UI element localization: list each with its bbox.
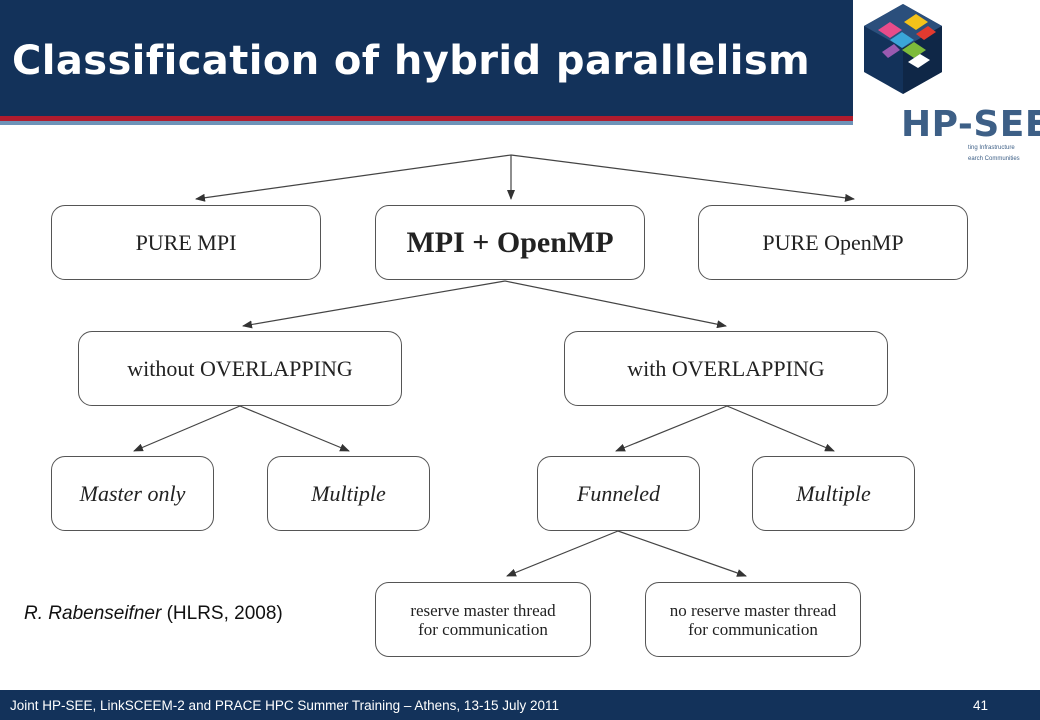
- logo-tagline-1: ting Infrastructure: [968, 145, 1015, 151]
- node-mpi-openmp: MPI + OpenMP: [375, 205, 645, 280]
- header-blue-stripe: [0, 121, 853, 125]
- node-multiple-without: Multiple: [267, 456, 430, 531]
- node-reserve-master-thread: reserve master thread for communication: [375, 582, 591, 657]
- logo-wordmark: HP-SEE: [901, 104, 1040, 145]
- node-without-overlapping: without OVERLAPPING: [78, 331, 402, 406]
- header-red-stripe: [0, 116, 853, 121]
- footer-bar: Joint HP-SEE, LinkSCEEM-2 and PRACE HPC …: [0, 690, 1040, 720]
- edge-without-multiple: [239, 405, 350, 452]
- node-pure-openmp: PURE OpenMP: [698, 205, 968, 280]
- edge-without-master-only: [133, 405, 241, 452]
- page-number: 41: [972, 698, 988, 713]
- edge-root-pure-openmp: [510, 154, 855, 202]
- edge-mpi-openmp-with: [504, 280, 727, 329]
- classification-tree-edges: [133, 154, 855, 577]
- node-no-reserve-master-thread: no reserve master thread for communicati…: [645, 582, 861, 657]
- slide-title: Classification of hybrid parallelism: [12, 38, 811, 84]
- hp-see-logo-icon: [864, 4, 942, 94]
- edge-funneled-reserve: [506, 530, 619, 577]
- node-funneled: Funneled: [537, 456, 700, 531]
- node-reserve-line-1: reserve master thread: [410, 600, 556, 620]
- citation-source: (HLRS, 2008): [161, 603, 283, 624]
- edge-with-multiple: [726, 405, 835, 452]
- citation-author: R. Rabenseifner: [24, 603, 162, 624]
- footer-text: Joint HP-SEE, LinkSCEEM-2 and PRACE HPC …: [10, 698, 559, 713]
- logo-tagline-2: earch Communities: [968, 156, 1020, 162]
- node-pure-mpi: PURE MPI: [51, 205, 321, 280]
- node-master-only: Master only: [51, 456, 214, 531]
- edge-funneled-no-reserve: [617, 530, 747, 577]
- node-with-overlapping: with OVERLAPPING: [564, 331, 888, 406]
- node-no-reserve-line-2: for communication: [688, 619, 818, 639]
- title-bar: [0, 0, 853, 116]
- citation: R. Rabenseifner (HLRS, 2008): [24, 603, 283, 625]
- edge-mpi-openmp-without: [242, 280, 506, 329]
- node-no-reserve-line-1: no reserve master thread: [669, 600, 837, 620]
- node-multiple-with: Multiple: [752, 456, 915, 531]
- node-reserve-line-2: for communication: [418, 619, 548, 639]
- edge-with-funneled: [615, 405, 728, 452]
- edge-root-pure-mpi: [195, 154, 512, 202]
